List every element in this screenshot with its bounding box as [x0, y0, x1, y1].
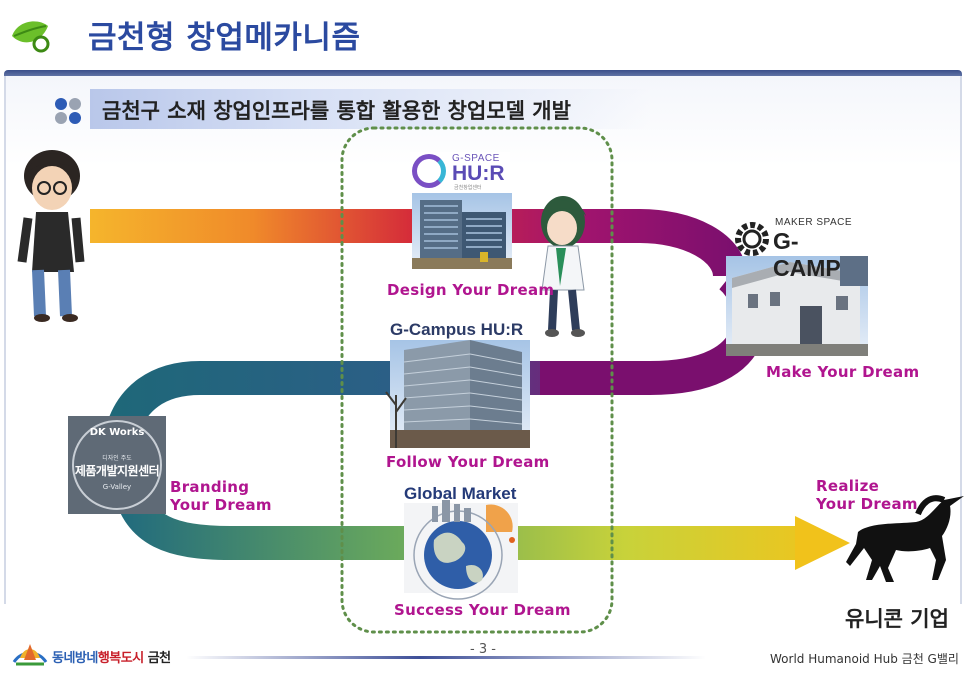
gcampus-title: G-Campus HU:R	[390, 320, 524, 339]
branding-line-2: Your Dream	[170, 496, 272, 514]
gspace-building-photo	[412, 193, 512, 269]
global-market-title: Global Market	[404, 484, 517, 503]
realize-line-1: Realize	[816, 477, 880, 495]
stage-design-label: Design Your Dream	[387, 281, 555, 299]
footer-city-slogan: 동네방네행복도시 금천	[52, 647, 171, 666]
geumcheon-city-logo-icon	[12, 644, 48, 666]
slogan-part-3: 금천	[147, 651, 171, 666]
gspace-hur-logo: G-SPACE HU:R 금천창업센터	[410, 152, 510, 192]
slide-header: 금천형 창업메카니즘	[0, 0, 966, 66]
subtitle-band	[90, 89, 650, 129]
subtitle: 금천구 소재 창업인프라를 통합 활용한 창업모델 개발	[102, 99, 571, 123]
slogan-part-2: 행복도시	[97, 651, 144, 666]
header-rule	[4, 70, 962, 78]
dk-small-text: 디자인 주도	[102, 455, 132, 462]
dk-works-badge: DK Works 디자인 주도 제품개발지원센터 G-Valley	[68, 416, 166, 514]
dk-main-text: 제품개발지원센터	[74, 464, 160, 478]
unicorn-icon	[846, 495, 964, 582]
gcamp-logo: MAKER SPACE G-CAMP	[733, 214, 863, 281]
dk-ring	[72, 420, 162, 510]
dk-bottom-text: G-Valley	[102, 483, 132, 491]
stage-make-label: Make Your Dream	[766, 363, 920, 381]
page-title: 금천형 창업메카니즘	[88, 20, 361, 56]
stage-success-label: Success Your Dream	[394, 601, 571, 619]
gear-icon	[735, 222, 769, 256]
entrepreneur-character-icon	[17, 150, 85, 322]
gspace-ring-icon	[412, 154, 446, 188]
leaf-icon	[12, 21, 50, 53]
realize-line-2: Your Dream	[816, 495, 918, 513]
gcampus-building-photo	[385, 340, 530, 448]
mentor-character-icon	[541, 196, 586, 337]
footer-organization: World Humanoid Hub 금천 G밸리	[770, 652, 959, 666]
slogan-part-1: 동네방네	[52, 651, 98, 666]
stage-realize-label: Realize Your Dream	[816, 477, 918, 513]
stage-follow-label: Follow Your Dream	[386, 453, 550, 471]
global-market-globe-icon	[404, 500, 518, 600]
gspace-main-text: HU:R	[452, 162, 505, 185]
unicorn-company-label: 유니콘 기업	[845, 607, 949, 631]
gspace-sub-text: 금천창업센터	[454, 185, 482, 191]
gcamp-building-photo	[726, 256, 868, 356]
gspace-top-text: G-SPACE	[452, 153, 500, 164]
gcamp-main-text: G-CAMP	[773, 228, 841, 281]
footer-rule	[186, 656, 706, 659]
bullet-dots-icon	[55, 98, 81, 124]
gcamp-small-text: MAKER SPACE	[775, 217, 852, 228]
page-number: - 3 -	[470, 642, 496, 657]
dk-logo-text: DK Works	[89, 427, 145, 438]
branding-line-1: Branding	[170, 478, 250, 496]
stage-branding-label: Branding Your Dream	[170, 478, 272, 514]
